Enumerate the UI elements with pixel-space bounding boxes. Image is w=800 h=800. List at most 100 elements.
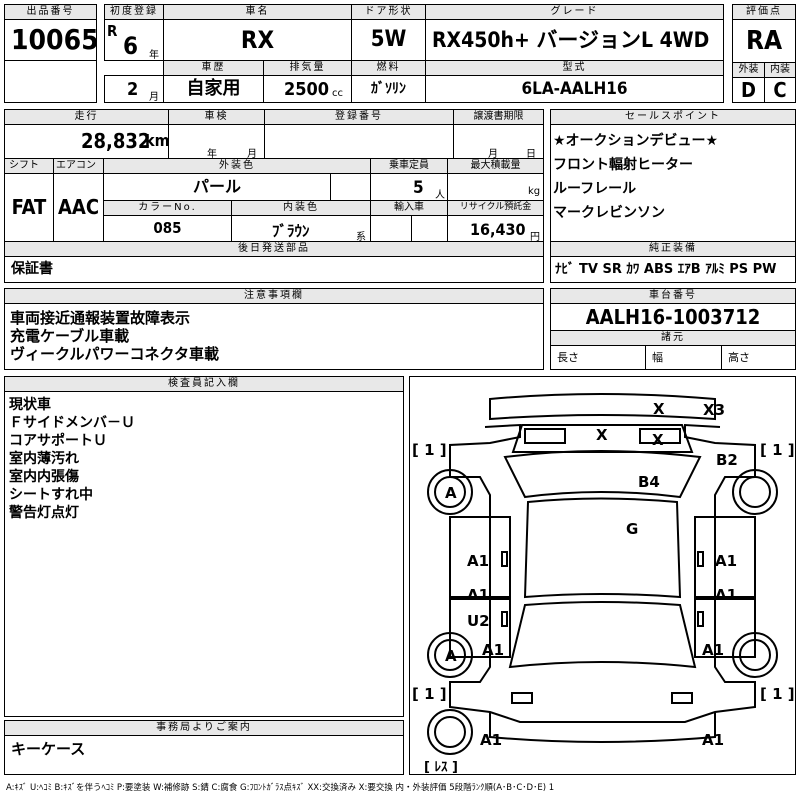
fuel-label: 燃料: [351, 60, 426, 76]
door: 5W: [351, 19, 426, 61]
spare-wheel-shape: [427, 709, 473, 755]
handle-rf-shape: [697, 551, 704, 567]
import-cell-a: [370, 215, 412, 242]
score: RA: [732, 19, 796, 63]
ext-color: パール: [103, 173, 331, 201]
displacement-cell: 2500 cc: [263, 75, 352, 103]
inspection-label: 車検: [168, 109, 265, 125]
headlight-left-shape: [524, 428, 566, 444]
history: 自家用: [163, 75, 264, 103]
insp-year-unit: 年: [207, 149, 217, 159]
int-color-label: 内装色: [231, 200, 371, 216]
score-label: 評価点: [732, 4, 796, 20]
mark-g: G: [626, 520, 638, 538]
width: 幅: [645, 345, 722, 370]
car-name: RX: [163, 19, 352, 61]
inspector-item: 室内内張傷: [9, 469, 79, 485]
note-item: 充電ケーブル車載: [10, 327, 130, 345]
inspection-cell: 年 月: [168, 124, 265, 159]
mark-x-top: X: [653, 400, 665, 418]
ac-label: エアコン: [53, 158, 104, 174]
color-no-label: カラーNo.: [103, 200, 232, 216]
body-outline: [449, 423, 756, 723]
era: R: [107, 22, 118, 40]
car-diagram-svg: X X3 X X B2 B4 G A A A1 A1 U2 A1 A1 A1 A…: [412, 393, 795, 774]
sales-point-item: ルーフレール: [553, 181, 637, 197]
specs-label: 諸元: [550, 330, 796, 346]
inspector-notes: 現状車 Ｆサイドメンバ－Ｕ コアサポートＵ 室内薄汚れ 室内内張傷 シートすれ中…: [4, 391, 404, 717]
mark-a1-left-1: A1: [467, 552, 489, 570]
wheel-rl-shape: [427, 632, 473, 678]
mark-x-mid: X: [596, 426, 608, 444]
spare-wheel-inner: [434, 716, 466, 748]
recycle-cell: 16,430 円: [447, 215, 544, 242]
height: 高さ: [721, 345, 796, 370]
year-unit: 年: [149, 50, 159, 61]
interior-label: 内装: [764, 62, 796, 78]
int-color: ﾌﾞﾗｳﾝ: [272, 222, 310, 240]
mark-b2: B2: [716, 451, 738, 469]
sales-point-item: マークレビンソン: [553, 205, 665, 221]
mileage-cell: 28,832 km: [4, 124, 169, 159]
reg-number-label: 登録番号: [264, 109, 454, 125]
later-parts-label: 後日発送部品: [4, 241, 544, 257]
recycle-label: リサイクル預託金: [447, 200, 544, 216]
ext-color-blank: [330, 173, 371, 201]
car-name-label: 車名: [163, 4, 352, 20]
inspector-item: シートすれ中: [9, 487, 93, 503]
roof-shape: [523, 497, 682, 599]
headlight-right-shape: [639, 428, 681, 444]
mileage-label: 走行: [4, 109, 169, 125]
rear-window-shape: [508, 601, 697, 669]
reg-month: 2: [127, 79, 139, 100]
rear-bumper-shape: [489, 712, 716, 743]
month-unit: 月: [149, 92, 159, 103]
exterior-score: D: [732, 77, 765, 103]
grade: RX450h+ バージョンL 4WD: [425, 19, 724, 61]
mark-a1-left-3: A1: [482, 641, 504, 659]
chassis-number: AALH16-1003712: [550, 303, 796, 331]
inspector-item: 室内薄汚れ: [9, 451, 79, 467]
wheel-fl-shape: [427, 469, 473, 515]
first-reg-label: 初度登録: [104, 4, 164, 20]
mark-a-front-left: A: [445, 484, 457, 502]
handle-lf-shape: [501, 551, 508, 567]
transfer-cell: 月 日: [453, 124, 544, 159]
cc-unit: cc: [332, 88, 343, 99]
equipment: ﾅﾋﾞ TV SR ｶﾜ ABS ｴｱB ｱﾙﾐ PS PW: [550, 256, 796, 283]
spare-tire: [ ﾚｽ ]: [424, 760, 458, 774]
wheel-fr-inner: [739, 476, 771, 508]
mark-a1-right-2: A1: [715, 586, 737, 604]
office-note: キーケース: [4, 735, 404, 775]
right-rear-door-shape: [694, 598, 756, 658]
equipment-label: 純正装備: [550, 241, 796, 257]
hood-shape: [511, 424, 694, 453]
tire-rear-left: [ 1 ]: [412, 685, 447, 703]
notes-label: 注意事項欄: [4, 288, 544, 304]
fuel: ｶﾞｿﾘﾝ: [351, 75, 426, 103]
recycle: 16,430: [470, 220, 526, 239]
wheel-fl-inner: [434, 476, 466, 508]
tire-front-left: [ 1 ]: [412, 441, 447, 459]
notes: 車両接近通報装置故障表示 充電ケーブル車載 ヴィークルパワーコネクタ車載: [4, 303, 544, 370]
tr-day-unit: 日: [526, 149, 536, 159]
ext-color-label: 外装色: [103, 158, 371, 174]
mark-a1-right-3: A1: [702, 641, 724, 659]
mark-a1-bottom-right: A1: [702, 731, 724, 749]
wheel-fr-shape: [732, 469, 778, 515]
capacity-label: 乗車定員: [370, 158, 448, 174]
kg-unit: kg: [528, 186, 541, 197]
reg-number: [264, 124, 454, 159]
inspector-item: 警告灯点灯: [9, 505, 79, 521]
note-item: ヴィークルパワーコネクタ車載: [10, 345, 219, 363]
mark-b4: B4: [638, 473, 660, 491]
office-label: 事務局よりご案内: [4, 720, 404, 736]
wheel-rl-inner: [434, 639, 466, 671]
history-label: 車歴: [163, 60, 264, 76]
right-front-door-shape: [694, 516, 756, 598]
first-reg-month-cell: 2 月: [104, 75, 164, 103]
shift: FAT: [4, 173, 54, 242]
int-color-unit: 系: [356, 232, 366, 242]
mark-a-rear-left: A: [445, 647, 457, 665]
wheel-rr-inner: [739, 639, 771, 671]
